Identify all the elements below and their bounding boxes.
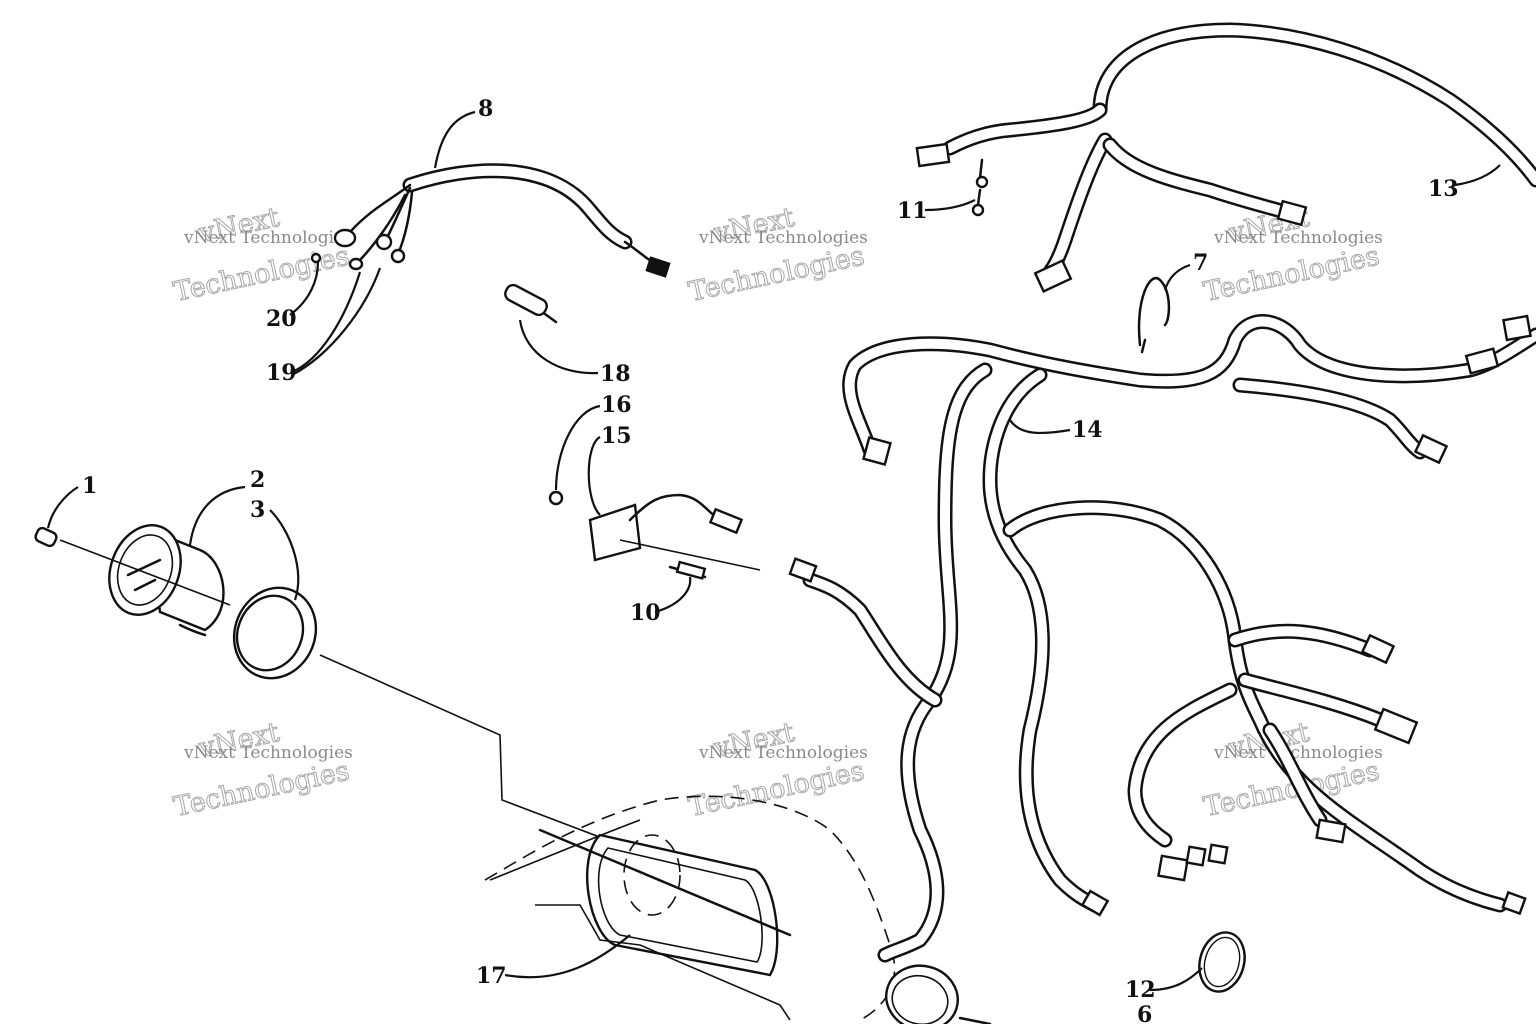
part-3-gauge-bezel <box>232 586 318 680</box>
callout-3: 3 <box>250 497 265 523</box>
part-17-dash-panel <box>484 795 896 1021</box>
part-6-bezel <box>885 964 992 1024</box>
callout-7: 7 <box>1193 250 1208 276</box>
callout-18: 18 <box>600 361 631 387</box>
callout-19: 19 <box>266 360 297 386</box>
part-10-screw <box>668 560 707 580</box>
watermark-1: Technologies vNext vNext Technologies <box>170 202 353 309</box>
part-14-main-harness <box>788 314 1536 963</box>
watermark-2: Technologies vNext vNext Technologies <box>685 202 868 309</box>
svg-text:Technologies: Technologies <box>171 756 352 823</box>
callout-2: 2 <box>250 467 265 493</box>
part-15-relay <box>588 493 761 571</box>
svg-text:vNext Technologies: vNext Technologies <box>698 743 868 763</box>
svg-text:vNext Technologies: vNext Technologies <box>1213 228 1383 248</box>
gauge-axis-line <box>59 539 231 606</box>
svg-text:vNext Technologies: vNext Technologies <box>1213 743 1383 763</box>
callout-14: 14 <box>1072 417 1103 443</box>
svg-text:vNext Technologies: vNext Technologies <box>183 228 353 248</box>
leader-lines <box>46 110 1501 992</box>
part-11-ground-wire <box>971 158 989 217</box>
part-12-clamp-ring <box>1198 931 1246 993</box>
svg-text:vNext Technologies: vNext Technologies <box>698 228 868 248</box>
callout-1: 1 <box>82 473 97 499</box>
callout-6: 6 <box>1137 1002 1152 1024</box>
callout-13: 13 <box>1428 176 1459 202</box>
callout-10: 10 <box>630 600 661 626</box>
callout-20: 20 <box>266 306 297 332</box>
callout-17: 17 <box>476 963 507 989</box>
callout-11: 11 <box>897 198 928 224</box>
gauge-install-line <box>319 654 661 861</box>
svg-text:Technologies: Technologies <box>1201 241 1382 308</box>
watermark-5: Technologies vNext vNext Technologies <box>685 717 868 824</box>
callout-12: 12 <box>1125 977 1156 1003</box>
part-7-strap <box>1137 276 1171 354</box>
callout-8: 8 <box>478 96 493 122</box>
part-16-nut <box>548 490 564 506</box>
callout-labels: 1 2 3 6 7 8 10 11 12 13 14 15 16 17 18 1… <box>82 96 1459 1024</box>
part-2-gauge-body <box>108 524 225 637</box>
callout-15: 15 <box>601 423 632 449</box>
part-13-main-harness-loop <box>915 22 1536 293</box>
part-18-bulb <box>504 283 558 324</box>
watermark-4: Technologies vNext vNext Technologies <box>170 717 353 824</box>
svg-text:vNext Technologies: vNext Technologies <box>183 743 353 763</box>
callout-16: 16 <box>601 392 632 418</box>
svg-text:Technologies: Technologies <box>171 241 352 308</box>
svg-text:Technologies: Technologies <box>686 241 867 308</box>
part-8-gauge-harness <box>310 163 671 278</box>
part-1-bulb-socket <box>34 526 58 548</box>
svg-text:Technologies: Technologies <box>686 756 867 823</box>
